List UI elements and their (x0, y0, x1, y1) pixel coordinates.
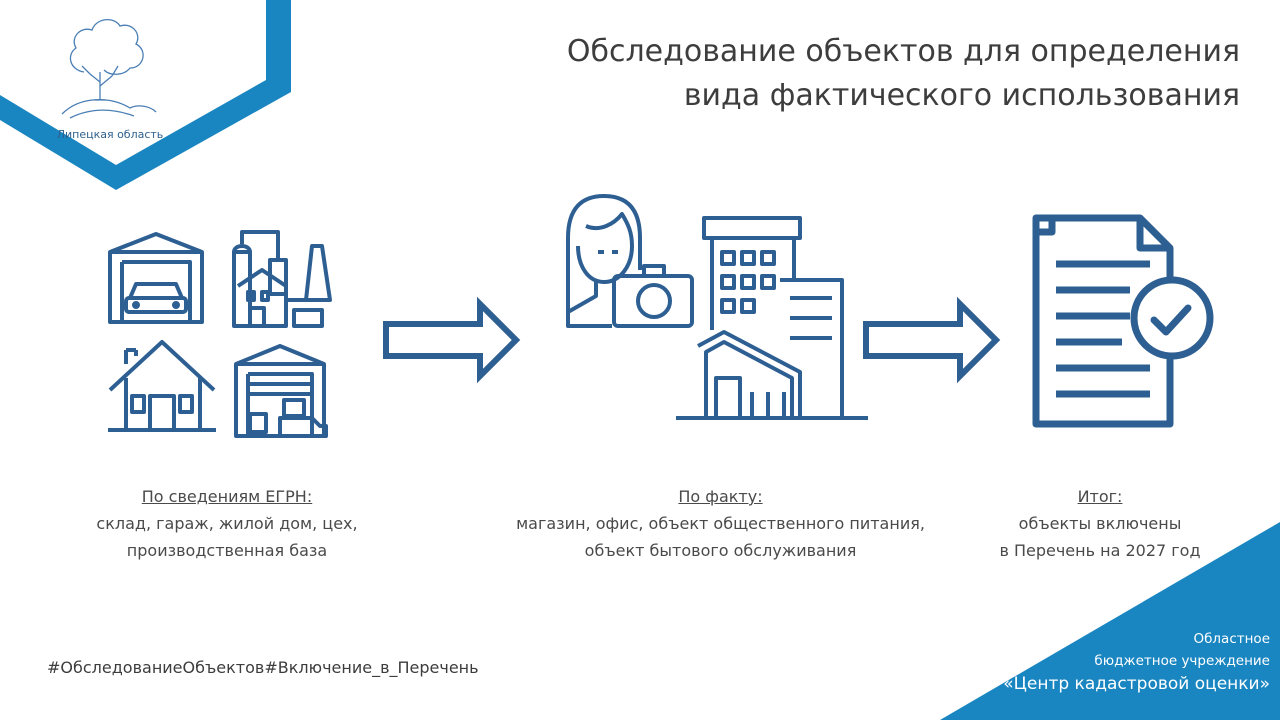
title-line-1: Обследование объектов для определения (566, 34, 1240, 69)
org-line-3: «Центр кадастровой оценки» (1003, 674, 1270, 694)
result-caption: Итог: объекты включены в Перечень на 202… (960, 483, 1240, 564)
factory-icon (232, 230, 332, 328)
result-heading: Итог: (1077, 487, 1123, 506)
commercial-buildings-icon (676, 216, 868, 420)
fact-heading: По факту: (678, 487, 763, 506)
org-line-2: бюджетное учреждение (1094, 653, 1270, 669)
garage-icon (108, 232, 204, 324)
organization-name: Областное бюджетное учреждение «Центр ка… (1003, 628, 1270, 696)
fact-line-2: объект бытового обслуживания (584, 541, 857, 560)
tree-icon (61, 19, 157, 119)
warehouse-icon (234, 344, 328, 438)
org-line-1: Областное (1193, 631, 1270, 647)
egrn-line-2: производственная база (126, 541, 328, 560)
corner-chevron-decoration (0, 0, 291, 190)
egrn-line-1: склад, гараж, жилой дом, цех, (96, 514, 358, 533)
arrow-right-icon (863, 296, 1001, 384)
corner-triangle-decoration (940, 522, 1280, 720)
inspector-with-camera-icon (566, 194, 694, 328)
fact-caption: По факту: магазин, офис, объект обществе… (488, 483, 953, 564)
house-icon (108, 340, 216, 432)
result-line-1: объекты включены (1018, 514, 1182, 533)
approved-document-icon (1032, 214, 1214, 428)
logo-caption: Липецкая область (56, 128, 164, 141)
result-line-2: в Перечень на 2027 год (999, 541, 1201, 560)
fact-line-1: магазин, офис, объект общественного пита… (516, 514, 925, 533)
hashtags: #ОбследованиеОбъектов#Включение_в_Перече… (47, 658, 479, 677)
egrn-heading: По сведениям ЕГРН: (141, 487, 313, 506)
egrn-caption: По сведениям ЕГРН: склад, гараж, жилой д… (62, 483, 392, 564)
arrow-right-icon (383, 296, 521, 384)
title-line-2: вида фактического использования (683, 78, 1240, 113)
page-title: Обследование объектов для определения ви… (567, 30, 1240, 118)
